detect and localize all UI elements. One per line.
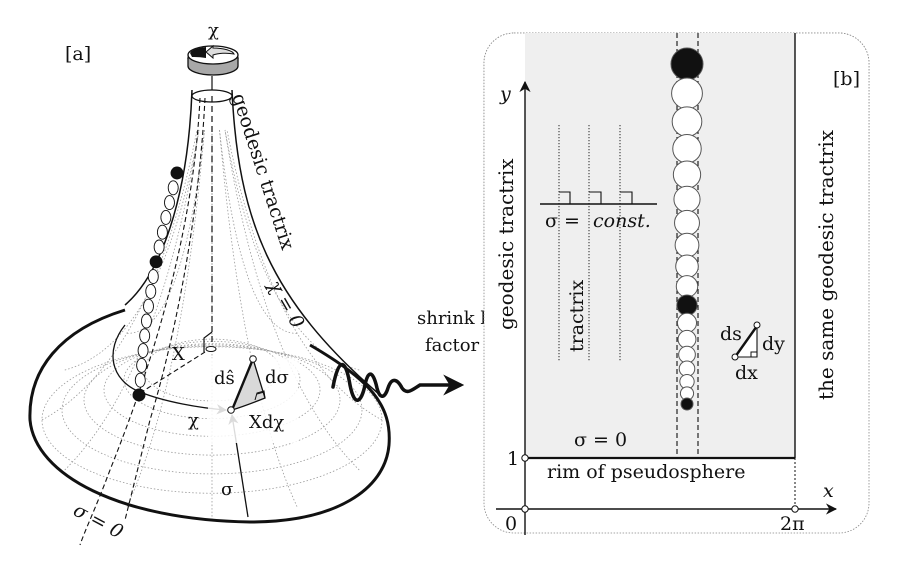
wavy-arrow	[331, 362, 465, 402]
bead	[167, 180, 179, 196]
bead	[164, 195, 175, 211]
bead	[143, 298, 154, 314]
grid-ring	[61, 345, 363, 475]
chi-label: χ	[188, 410, 199, 431]
ds-hat-label: dŝ	[214, 368, 235, 389]
grid-meridian	[126, 129, 205, 507]
tractrix-lines	[558, 125, 621, 362]
pseudosphere-region	[525, 33, 795, 458]
panel-a: [a] χ	[28, 20, 392, 546]
sigma-zero-label-b: σ = 0	[574, 429, 627, 451]
radius-dashed	[139, 351, 206, 394]
bead	[147, 269, 159, 285]
bead	[153, 239, 165, 255]
two-pi-marker	[791, 505, 799, 513]
bead	[160, 209, 172, 225]
bead	[674, 232, 700, 258]
flat-triangle	[731, 321, 761, 361]
shrink-line2: factor X	[425, 335, 498, 356]
bead-black	[670, 47, 704, 81]
chi-arc-arrow	[112, 324, 228, 415]
sigma-const-lhs: σ =	[545, 210, 580, 232]
bead	[674, 209, 700, 236]
infinitesimal-triangle	[208, 355, 298, 443]
sigma-const-rhs: const.	[593, 210, 651, 232]
bead	[671, 77, 703, 110]
panel-b-label: [b]	[833, 68, 860, 90]
grid-ring	[103, 343, 321, 437]
bead-black	[680, 397, 694, 411]
geodesic-tractrix-line	[231, 89, 381, 396]
grid-meridian	[64, 129, 200, 371]
bead	[673, 185, 701, 213]
bead-chain-a	[132, 166, 184, 402]
bead	[156, 224, 168, 240]
rotation-ring-icon	[187, 44, 239, 76]
left-profile	[124, 89, 193, 306]
bead	[671, 106, 703, 137]
grid-meridian	[226, 129, 383, 421]
x-axis-label: x	[823, 480, 834, 502]
bead-black	[149, 255, 163, 269]
bead	[134, 372, 146, 388]
rim-label: rim of pseudosphere	[547, 461, 745, 483]
d-sigma-label: dσ	[265, 367, 289, 388]
bead	[675, 275, 699, 298]
bead	[676, 312, 698, 333]
right-angle-mark	[203, 331, 213, 352]
bead	[141, 313, 152, 329]
strip-dashed	[124, 97, 206, 521]
rotation-chi-label: χ	[208, 20, 219, 41]
axis-point	[205, 346, 217, 352]
sigma-arrow-label: σ	[221, 479, 233, 500]
dy-label: dy	[762, 333, 785, 355]
sigma-zero-dashed	[79, 97, 201, 546]
tick-zero: 0	[505, 513, 517, 535]
bead	[139, 328, 151, 344]
dx-label: dx	[735, 362, 758, 384]
tick-one-marker	[521, 454, 529, 462]
shrink-transition: shrink by factor X	[331, 308, 503, 402]
grid-meridian	[219, 129, 298, 507]
bead	[672, 160, 702, 189]
origin-marker	[521, 505, 529, 513]
bead	[145, 283, 157, 299]
tractrix-label: tractrix	[566, 280, 588, 352]
bead-black	[132, 388, 146, 402]
bead	[136, 357, 148, 373]
bead	[672, 133, 702, 164]
tick-two-pi: 2π	[780, 513, 805, 535]
left-geodesic-label: geodesic tractrix	[494, 158, 518, 330]
X-dchi-label: Xdχ	[249, 412, 284, 433]
bead-black	[170, 166, 184, 180]
bead-chain-b	[670, 47, 704, 411]
sigma-const-line	[540, 191, 657, 205]
ds-label: ds	[720, 323, 742, 345]
bead	[678, 345, 696, 364]
right-geodesic-label: the same geodesic tractrix	[814, 129, 838, 400]
grid-meridian	[41, 129, 198, 421]
radius-X-label: X	[172, 344, 185, 365]
shrink-line1: shrink by	[417, 308, 503, 329]
rim-curve	[28, 308, 391, 524]
bead	[675, 254, 699, 279]
bead	[137, 343, 149, 359]
panel-b: y x 1 0 2π rim of pseudosphere σ = 0 [b]…	[483, 32, 870, 535]
sigma-zero-label-a: σ = 0	[70, 499, 127, 543]
bead-black	[676, 294, 698, 316]
tick-one: 1	[507, 448, 519, 470]
y-axis-label: y	[499, 83, 511, 105]
panel-a-label: [a]	[65, 43, 91, 65]
bead	[677, 329, 697, 349]
